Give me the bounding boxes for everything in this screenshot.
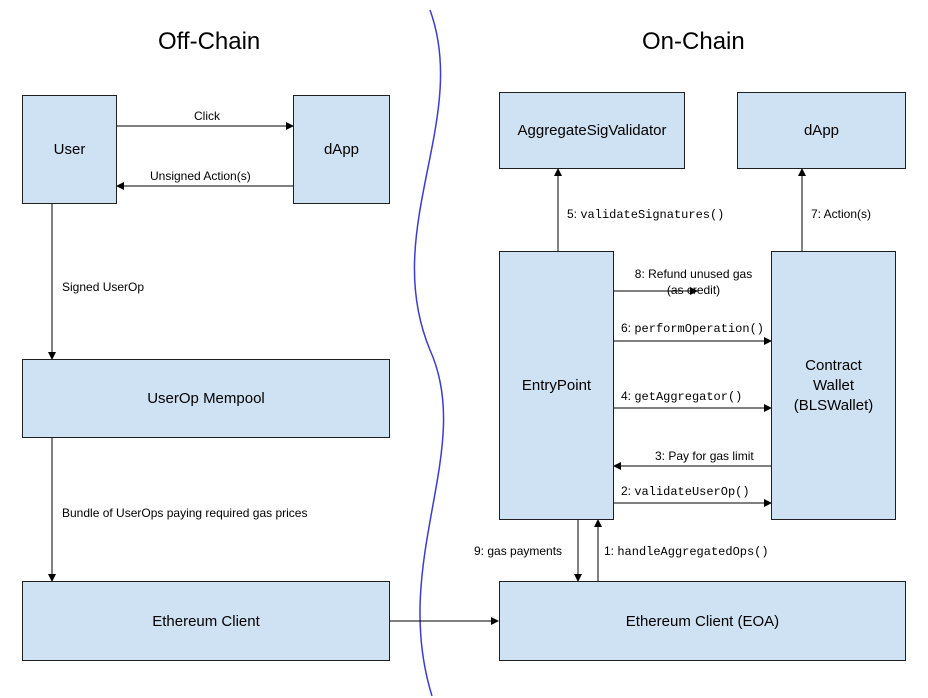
label-click: Click — [194, 109, 220, 123]
label-unsigned-actions: Unsigned Action(s) — [150, 169, 251, 183]
label-pay-for-gas: 3: Pay for gas limit — [655, 449, 754, 463]
user-box: User — [22, 95, 117, 204]
entrypoint-box: EntryPoint — [499, 251, 614, 520]
label-refund-unused-gas: 8: Refund unused gas (as credit) — [634, 267, 753, 297]
chain-divider — [413, 9, 445, 697]
dapp-offchain-box: dApp — [293, 95, 390, 204]
label-bundle: Bundle of UserOps paying required gas pr… — [62, 506, 308, 520]
label-handle-aggregated-ops: 1: handleAggregatedOps() — [604, 544, 769, 559]
dapp-onchain-box: dApp — [737, 92, 906, 169]
userop-mempool-box: UserOp Mempool — [22, 359, 390, 438]
label-perform-operation: 6: performOperation() — [621, 321, 764, 336]
off-chain-heading: Off-Chain — [158, 28, 261, 55]
aggregate-sig-validator-box: AggregateSigValidator — [499, 92, 685, 169]
ethereum-client-box: Ethereum Client — [22, 581, 390, 661]
label-validate-userop: 2: validateUserOp() — [621, 484, 750, 499]
label-signed-userop: Signed UserOp — [62, 280, 145, 294]
label-actions: 7: Action(s) — [811, 207, 872, 221]
label-gas-payments: 9: gas payments — [474, 544, 563, 558]
label-get-aggregator: 4: getAggregator() — [621, 389, 743, 404]
contract-wallet-box: Contract Wallet (BLSWallet) — [771, 251, 896, 520]
on-chain-heading: On-Chain — [642, 28, 745, 55]
ethereum-client-eoa-box: Ethereum Client (EOA) — [499, 581, 906, 661]
label-validate-signatures: 5: validateSignatures() — [567, 207, 725, 222]
